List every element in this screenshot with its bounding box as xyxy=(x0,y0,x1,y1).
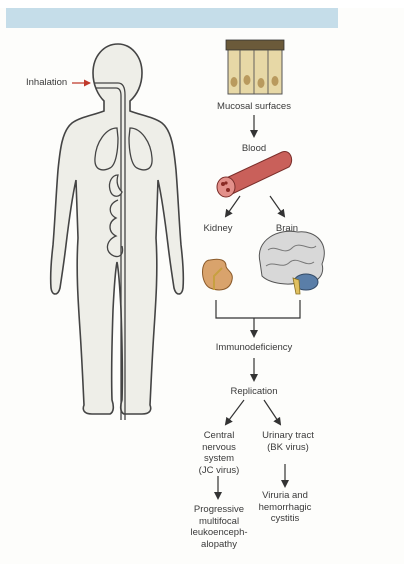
label-replication: Replication xyxy=(220,386,288,398)
body-outline xyxy=(51,44,184,414)
label-central-nervous-system: Central nervous system (JC virus) xyxy=(196,430,242,476)
label-kidney: Kidney xyxy=(198,223,238,235)
blood-vessel-illustration xyxy=(217,151,292,197)
arrow-to-urinary xyxy=(264,400,280,424)
arrow-blood-to-kidney xyxy=(226,196,240,216)
label-blood: Blood xyxy=(234,143,274,155)
label-pml: Progressive multifocal leukoenceph-alopa… xyxy=(184,504,254,550)
label-mucosal-surfaces: Mucosal surfaces xyxy=(206,101,302,113)
label-viruria: Viruria and hemorrhagic cystitis xyxy=(250,490,320,525)
label-urinary-tract: Urinary tract (BK virus) xyxy=(256,430,320,453)
kidney-illustration xyxy=(203,259,233,290)
merge-bracket xyxy=(216,300,300,318)
arrow-blood-to-brain xyxy=(270,196,284,216)
human-body-figure xyxy=(51,44,184,420)
label-brain: Brain xyxy=(270,223,304,235)
label-immunodeficiency: Immunodeficiency xyxy=(204,342,304,354)
arrow-to-cns xyxy=(226,400,244,424)
mucosal-cells-illustration xyxy=(226,40,284,94)
label-inhalation: Inhalation xyxy=(26,77,74,89)
brain-illustration xyxy=(259,231,324,294)
